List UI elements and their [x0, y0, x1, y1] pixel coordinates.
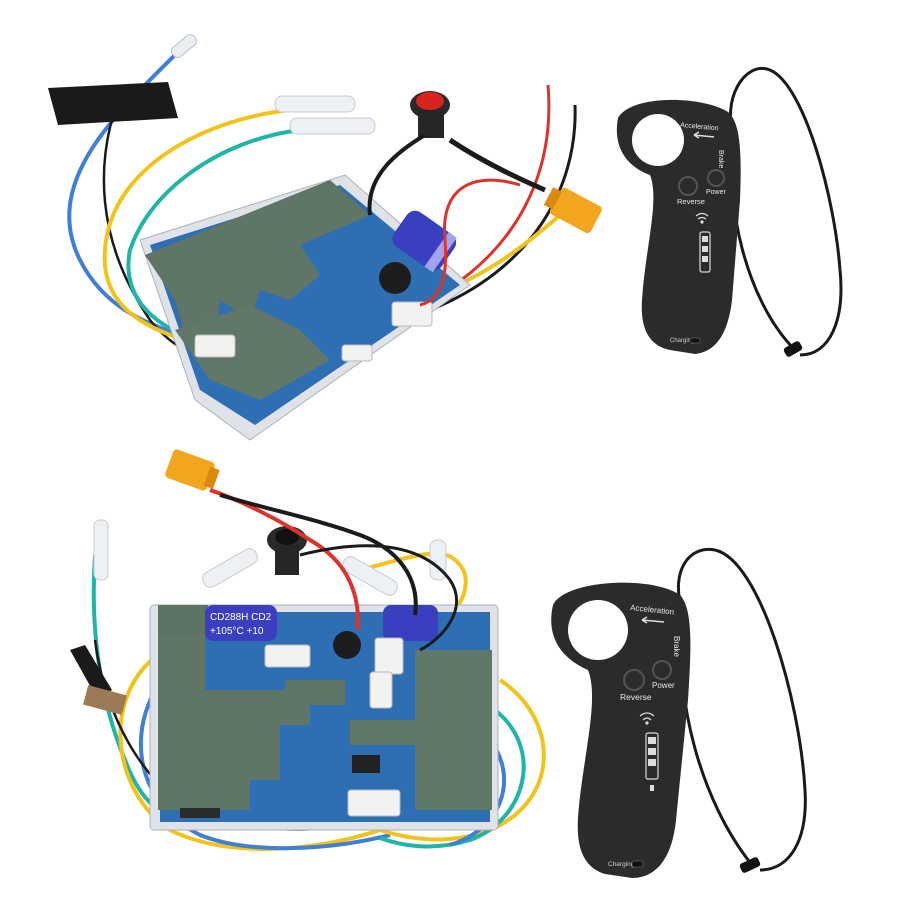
bottom-capacitor-print-line2: +105°C +10 [210, 626, 264, 637]
top-red-lead [419, 178, 521, 307]
bottom-insulation-pad [158, 628, 345, 810]
top-black-lead [448, 137, 546, 193]
bottom-power-button [267, 526, 307, 575]
bottom-bullet-connector-1 [93, 519, 109, 581]
bottom-remote-label-brake: Brake [672, 636, 681, 657]
bottom-capacitor-print-line1: CD288H CD2 [210, 612, 272, 623]
bottom-bullet-connector-3 [342, 556, 398, 596]
top-controller-board [48, 33, 602, 441]
bottom-ic-chip [352, 755, 380, 773]
bottom-antenna-tape [70, 645, 112, 700]
top-remote-charging-port [689, 337, 701, 344]
bottom-wire-blue-left [138, 668, 391, 851]
bottom-bullet-connector-2 [202, 548, 258, 588]
top-remote-battery-indicator [699, 231, 711, 273]
top-bullet-connector-2 [274, 95, 356, 113]
bottom-remote-reverse-button [623, 669, 645, 691]
top-insulation-pad-lower [175, 305, 330, 400]
top-power-button [410, 91, 450, 138]
bottom-remote-lanyard [676, 547, 807, 872]
bottom-remote-wifi-icon [639, 712, 655, 725]
top-jst-connector-left [194, 334, 236, 358]
bottom-buzzer [333, 631, 361, 659]
bottom-capacitor-left: CD288H CD2 +105°C +10 [205, 605, 277, 641]
bottom-controller-board: CD288H CD2 +105°C +10 [70, 449, 546, 851]
top-wire-black-right [429, 104, 577, 312]
bottom-remote-charging-port [631, 860, 644, 868]
bottom-jst-connector-2 [374, 637, 404, 675]
bottom-remote-label-power: Power [652, 681, 675, 690]
bottom-remote-battery-indicator [645, 732, 659, 791]
top-remote: Acceleration Brake Power Reverse Chargin… [616, 66, 843, 357]
top-jst-connector-bottom [341, 344, 373, 362]
top-jst-connector-right [391, 301, 433, 327]
bottom-jst-connector-1 [264, 644, 311, 668]
bottom-remote: Acceleration Brake Power Reverse Chargin… [551, 547, 807, 878]
bottom-insulation-pad-right [350, 650, 492, 810]
top-remote-lanyard [729, 66, 843, 357]
top-remote-arrow-icon [693, 131, 715, 139]
bottom-xt60-connector [165, 449, 220, 491]
top-wire-teal [126, 128, 301, 342]
bottom-remote-label-charging: Charging [608, 861, 635, 868]
top-remote-power-icon [707, 169, 725, 187]
top-remote-label-reverse: Reverse [677, 197, 705, 206]
bottom-header-pins [180, 808, 220, 818]
top-remote-reverse-button [678, 176, 698, 196]
bottom-remote-label-reverse: Reverse [620, 692, 652, 702]
bottom-insulation-pad-top [158, 605, 208, 635]
bottom-wire-yellow-right [379, 678, 546, 842]
top-remote-wifi-icon [695, 212, 709, 224]
bottom-remote-lanyard-clip [739, 857, 761, 873]
top-remote-thumb-hole [632, 114, 684, 166]
top-power-button-wire [367, 133, 427, 216]
bottom-jst-connector-3 [369, 671, 393, 709]
top-remote-label-brake: Brake [717, 150, 724, 168]
bottom-antenna-brown-tape [83, 685, 127, 715]
bottom-remote-power-icon [652, 660, 672, 680]
top-buzzer [379, 262, 411, 294]
top-bullet-connector-3 [289, 117, 376, 135]
bottom-capacitor-right [383, 605, 438, 641]
top-remote-label-acceleration: Acceleration [680, 122, 719, 132]
top-capacitor [392, 210, 457, 273]
top-remote-lanyard-clip [783, 341, 803, 357]
top-remote-label-power: Power [706, 189, 727, 196]
bottom-remote-thumb-hole [568, 600, 628, 660]
top-xt60-connector [543, 187, 602, 234]
bottom-remote-arrow-icon [641, 616, 665, 624]
bottom-black-lead-2 [299, 544, 458, 652]
top-bullet-connector-1 [170, 33, 198, 59]
top-insulation-pad [145, 180, 370, 345]
bottom-jst-connector-4 [347, 789, 401, 817]
top-wire-yellow [102, 108, 291, 347]
top-remote-label-charging: Charging [670, 338, 694, 344]
top-antenna-tape [48, 82, 178, 125]
bottom-wire-teal-right [379, 708, 526, 849]
bottom-black-lead [219, 493, 418, 616]
